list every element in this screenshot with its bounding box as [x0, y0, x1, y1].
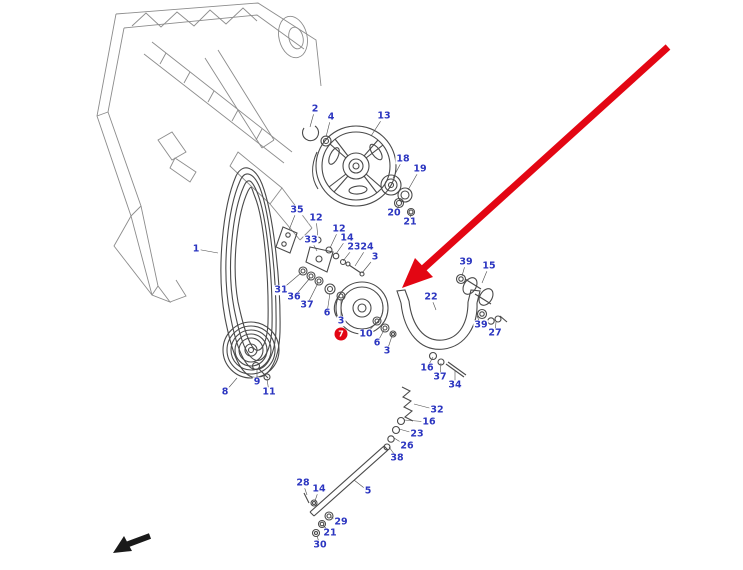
lower-pulley-art [222, 321, 280, 379]
part-number-20[interactable]: 20 [386, 207, 402, 219]
part-number-15[interactable]: 15 [481, 260, 497, 272]
part-number-35[interactable]: 35 [289, 204, 305, 216]
part-number-3[interactable]: 3 [382, 345, 392, 357]
part-number-9[interactable]: 9 [252, 376, 262, 388]
upper-pulley-art [312, 125, 397, 207]
part-number-23[interactable]: 23 [409, 428, 425, 440]
part-number-33[interactable]: 33 [303, 234, 319, 246]
part-number-39[interactable]: 39 [458, 256, 474, 268]
part-number-21[interactable]: 21 [322, 527, 338, 539]
part-number-23[interactable]: 23 [346, 241, 362, 253]
part-number-29[interactable]: 29 [333, 516, 349, 528]
part-number-34[interactable]: 34 [447, 379, 463, 391]
part-number-2[interactable]: 2 [310, 103, 320, 115]
part-number-38[interactable]: 38 [389, 452, 405, 464]
part-number-6[interactable]: 6 [322, 307, 332, 319]
part-number-5[interactable]: 5 [363, 485, 373, 497]
part-number-16[interactable]: 16 [421, 416, 437, 428]
direction-arrow-icon [113, 533, 152, 553]
part-number-10[interactable]: 10 [358, 328, 374, 340]
part-number-26[interactable]: 26 [399, 440, 415, 452]
part-number-19[interactable]: 19 [412, 163, 428, 175]
part-number-3[interactable]: 3 [370, 251, 380, 263]
part-number-36[interactable]: 36 [286, 291, 302, 303]
red-pointer-arrow [402, 44, 671, 288]
tension-arm-art [396, 273, 508, 378]
part-number-32[interactable]: 32 [429, 404, 445, 416]
part-number-3[interactable]: 3 [336, 315, 346, 327]
part-number-11[interactable]: 11 [261, 386, 277, 398]
part-number-1[interactable]: 1 [191, 243, 201, 255]
part-number-12[interactable]: 12 [331, 223, 347, 235]
part-number-21[interactable]: 21 [402, 216, 418, 228]
part-number-16[interactable]: 16 [419, 362, 435, 374]
rod-spring-art [309, 386, 414, 517]
mount-bracket-art [275, 226, 365, 277]
part-number-31[interactable]: 31 [273, 284, 289, 296]
highlighted-part-marker-7[interactable]: 7 [334, 327, 348, 341]
part-number-8[interactable]: 8 [220, 386, 230, 398]
part-number-27[interactable]: 27 [487, 327, 503, 339]
part-number-18[interactable]: 18 [395, 153, 411, 165]
part-number-39[interactable]: 39 [473, 319, 489, 331]
machine-frame-art [96, 2, 322, 303]
part-number-28[interactable]: 28 [295, 477, 311, 489]
part-number-14[interactable]: 14 [339, 232, 355, 244]
part-number-6[interactable]: 6 [372, 337, 382, 349]
part-number-24[interactable]: 24 [359, 241, 375, 253]
part-number-22[interactable]: 22 [423, 291, 439, 303]
part-number-37[interactable]: 37 [432, 371, 448, 383]
part-number-4[interactable]: 4 [326, 111, 336, 123]
part-number-14[interactable]: 14 [311, 483, 327, 495]
part-number-30[interactable]: 30 [312, 539, 328, 551]
part-number-37[interactable]: 37 [299, 299, 315, 311]
rod-end-parts-art [303, 492, 334, 538]
bearing-rings-art [380, 174, 416, 217]
part-number-13[interactable]: 13 [376, 110, 392, 122]
part-number-12[interactable]: 12 [308, 212, 324, 224]
